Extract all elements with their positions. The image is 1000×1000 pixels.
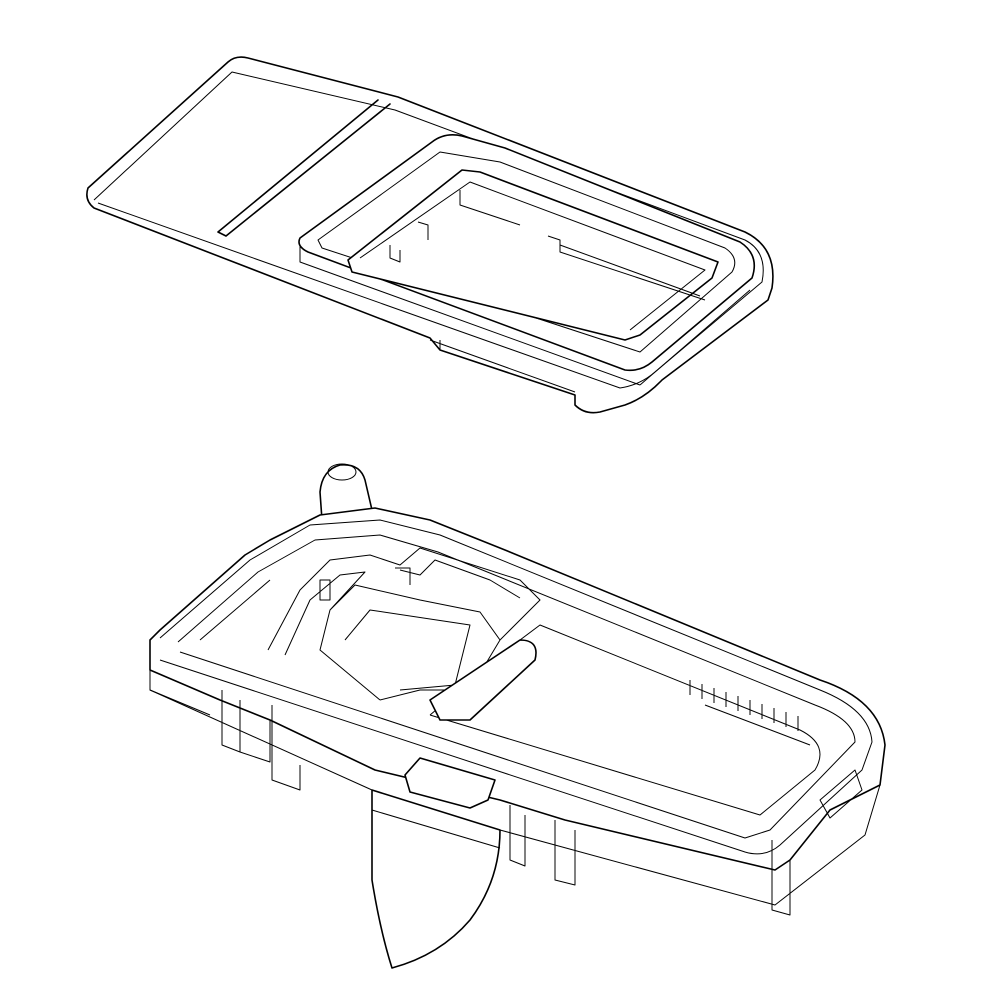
tray-rim-outer — [159, 519, 873, 855]
tray-vent-slots — [689, 680, 811, 746]
tube-opening — [327, 463, 357, 481]
lid-top-edge-inner — [93, 71, 764, 389]
tray-center-clip — [429, 639, 537, 721]
lid-step-line — [429, 339, 576, 393]
tray-drain-fin — [371, 789, 501, 969]
tray-rim-inner — [177, 534, 856, 839]
lid-frame-well — [347, 169, 719, 341]
lid-well-detail — [359, 181, 706, 331]
tray-part — [149, 463, 886, 969]
lid-slide-groove — [217, 99, 391, 237]
lid-front-lip — [299, 245, 751, 386]
tray-front-tab — [404, 757, 496, 809]
tray-bottom-lip — [149, 670, 881, 906]
tray-body-outer — [149, 507, 886, 871]
lid-part — [86, 56, 774, 414]
tray-internal-ribs — [267, 547, 541, 701]
tray-floor-outline — [199, 579, 821, 816]
tray-inlet-tube — [319, 463, 373, 523]
